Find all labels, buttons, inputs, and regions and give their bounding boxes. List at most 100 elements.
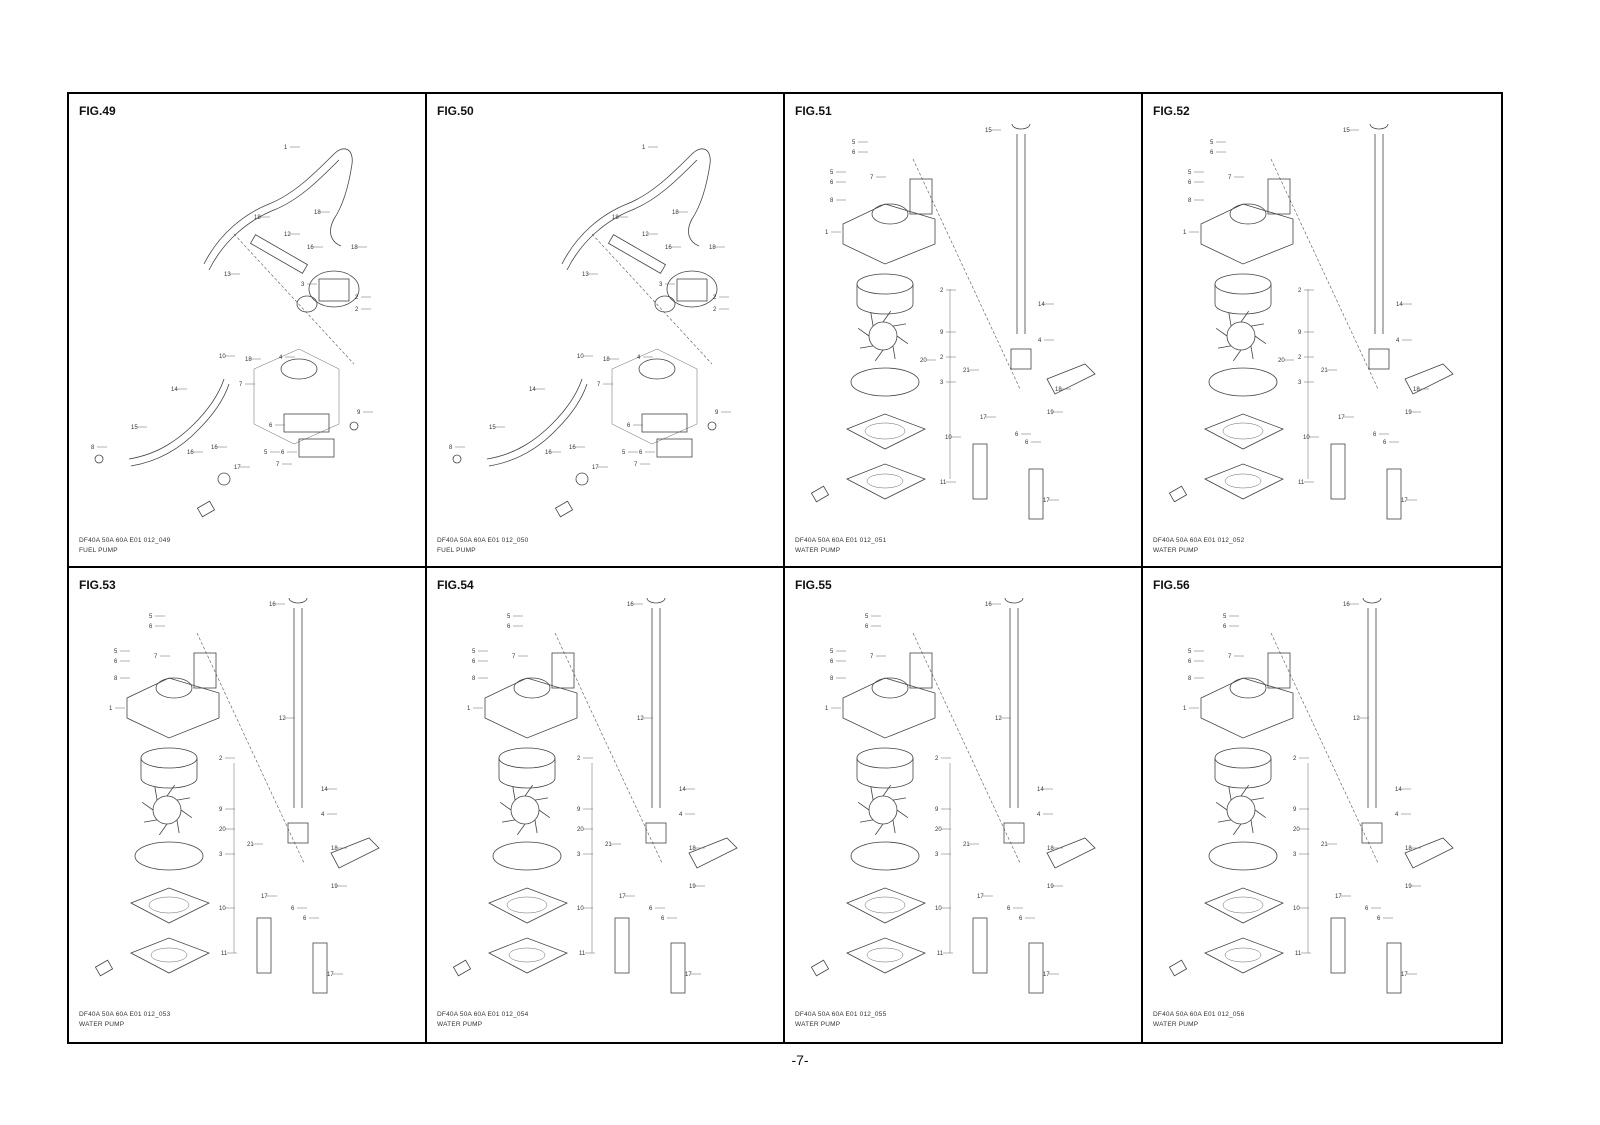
part-callout-number: 12 <box>637 716 644 722</box>
part-callout-number: 9 <box>715 410 719 416</box>
assembly-line <box>912 632 1021 864</box>
under-panel-hole <box>148 896 190 914</box>
part-callout-number: 16 <box>985 602 992 608</box>
part-callout-number: 6 <box>507 624 511 630</box>
impeller-blade <box>870 786 874 801</box>
diagram-svg: 131556756812144292021318191017611617 <box>810 118 1096 520</box>
impeller-blade <box>1254 809 1267 819</box>
part-callout-number: 21 <box>963 368 970 374</box>
impeller-blade <box>1240 310 1250 323</box>
part-callout-number: 15 <box>131 425 138 431</box>
impeller-blade <box>1228 786 1232 801</box>
figure-name: FUEL PUMP <box>79 547 118 554</box>
tube-cap <box>1004 592 1024 604</box>
part-callout-number: 18 <box>254 215 261 221</box>
front-arrow-icon <box>1168 959 1188 977</box>
part-callout-number: 16 <box>187 450 194 456</box>
impeller-blade <box>1250 819 1254 834</box>
part-callout-number: 8 <box>114 676 118 682</box>
fuel-hose <box>488 383 588 467</box>
part-callout-number: 18 <box>314 210 321 216</box>
insert-top <box>498 747 556 769</box>
hose-clip <box>217 472 231 486</box>
pump-case-neck <box>871 203 909 225</box>
tube-cap <box>646 592 666 604</box>
part-callout-number: 6 <box>1365 906 1369 912</box>
tube-cap <box>1362 592 1382 604</box>
under-panel <box>488 887 568 924</box>
fuel-hose <box>130 383 230 467</box>
lower-gasket <box>1204 937 1284 974</box>
water-pump-exploded-diagram: 131556756812144292021318191017611617 <box>785 118 1141 534</box>
part-callout-number: 18 <box>612 215 619 221</box>
part-callout-number: 6 <box>1188 180 1192 186</box>
figure-title: FIG.52 <box>1153 104 1190 118</box>
impeller-blade <box>896 809 909 819</box>
impeller-blade <box>874 349 884 362</box>
fuel-filter-tube <box>607 234 667 274</box>
part-callout-number: 4 <box>279 355 283 361</box>
assembly-line <box>233 233 355 365</box>
lower-gasket-hole <box>1224 473 1262 489</box>
part-callout-number: 9 <box>935 807 939 813</box>
fuel-pump-body <box>666 270 718 308</box>
part-callout-number: 17 <box>685 972 692 978</box>
under-panel-hole <box>864 422 906 440</box>
pump-case <box>1200 203 1294 265</box>
impeller <box>510 795 540 825</box>
part-callout-number: 12 <box>284 232 291 238</box>
part-callout-number: 2 <box>1293 756 1297 762</box>
part-callout-number: 10 <box>1303 435 1310 441</box>
part-callout-number: 3 <box>219 852 223 858</box>
pump-cover <box>283 413 330 433</box>
under-panel <box>846 413 926 450</box>
figure-code: DF40A 50A 60A E01 012_054 <box>437 1011 529 1018</box>
part-callout-number: 6 <box>1188 659 1192 665</box>
water-pump-exploded-diagram: 1316565678112214492021318191017611617 <box>69 592 425 1008</box>
part-callout-number: 17 <box>977 894 984 900</box>
impeller-blade <box>512 786 516 801</box>
part-callout-number: 7 <box>870 175 874 181</box>
figure-title: FIG.53 <box>79 578 116 592</box>
part-callout-number: 18 <box>1047 846 1054 852</box>
pump-base <box>656 438 693 458</box>
under-panel <box>846 887 926 924</box>
impeller-blade <box>892 345 896 360</box>
front-arrow-icon <box>196 500 216 518</box>
part-callout-number: 8 <box>1188 676 1192 682</box>
part-callout-number: 6 <box>1015 432 1019 438</box>
figure-title: FIG.50 <box>437 104 474 118</box>
gasket <box>850 367 920 397</box>
part-callout-number: 18 <box>351 245 358 251</box>
figure-code: DF40A 50A 60A E01 012_049 <box>79 537 171 544</box>
part-callout-number: 2 <box>577 756 581 762</box>
impeller-blade <box>892 797 907 801</box>
part-callout-number: 2 <box>940 288 944 294</box>
part-callout-number: 21 <box>1321 842 1328 848</box>
figure-name: FUEL PUMP <box>437 547 476 554</box>
part-callout-number: 6 <box>627 423 631 429</box>
impeller-blade <box>892 819 896 834</box>
water-strainer <box>1046 837 1096 869</box>
part-callout-number: 14 <box>171 387 178 393</box>
part-callout-number: 10 <box>577 354 584 360</box>
part-callout-number: 9 <box>577 807 581 813</box>
part-callout-number: 14 <box>529 387 536 393</box>
part-callout-number: 13 <box>582 272 589 278</box>
pump-cover <box>641 413 688 433</box>
impeller <box>1226 321 1256 351</box>
part-callout-number: 17 <box>619 894 626 900</box>
part-callout-number: 16 <box>569 445 576 451</box>
impeller-blade <box>534 819 538 834</box>
insert-side <box>856 758 914 789</box>
part-callout-number: 6 <box>1210 150 1214 156</box>
impeller-blade <box>857 801 870 811</box>
guide-plate <box>1028 942 1044 994</box>
part-callout-number: 5 <box>1210 140 1214 146</box>
part-callout-number: 3 <box>1293 852 1297 858</box>
part-callout-number: 19 <box>1047 884 1054 890</box>
lower-gasket <box>130 937 210 974</box>
impeller-blade <box>1250 345 1254 360</box>
under-panel <box>1204 413 1284 450</box>
